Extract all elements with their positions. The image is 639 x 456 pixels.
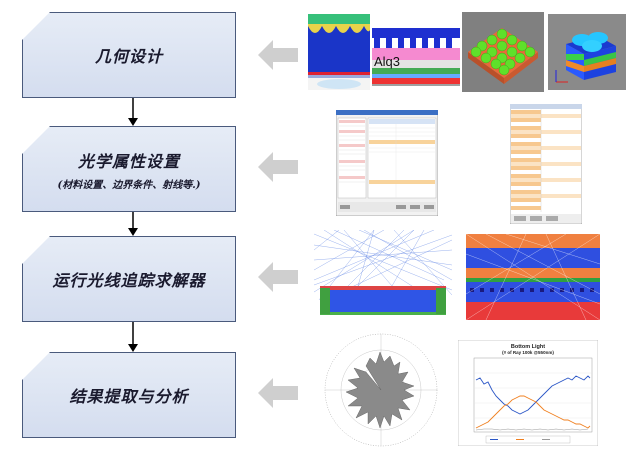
gray-arrow-left-icon [258,152,298,182]
geometry-microlens-array-image [462,12,544,92]
gray-arrow-left-icon [258,40,298,70]
material-settings-dialog-image [336,110,438,216]
gray-arrow-left-icon [258,262,298,292]
ray-trace-view-image [314,230,452,322]
flow-arrow-down [128,98,138,126]
step-title: 结果提取与分析 [69,387,189,406]
step-title: 几何设计 [94,47,163,66]
step-title: 运行光线追踪求解器 [52,271,206,290]
alq3-label: Alq3 [374,54,400,69]
svg-text:·: · [378,329,379,333]
geometry-alq3-layers-image: Alq3 [372,28,460,86]
step-subtitle: (材料设置、边界条件、射线等.) [57,179,201,191]
polar-intensity-plot-image: · [324,329,438,447]
step-optical-properties: 光学属性设置 (材料设置、边界条件、射线等.) [22,126,236,212]
bottom-light-subtitle: (# of Ray 100k @550nm) [502,350,554,355]
step-geometry-design: 几何设计 [22,12,236,98]
step-title: 光学属性设置 [77,151,180,171]
bottom-light-title: Bottom Light [511,344,545,350]
bottom-light-chart-image: Bottom Light (# of Ray 100k @550nm) [458,340,598,446]
step-result-analysis: 结果提取与分析 [22,352,236,438]
flow-arrow-down [128,322,138,352]
geometry-3d-stack-image [548,14,626,90]
geometry-cross-section-image [308,14,370,90]
step-ray-tracing-solver: 运行光线追踪求解器 [22,236,236,322]
gray-arrow-left-icon [258,378,298,408]
property-editor-panel-image [510,104,582,224]
flow-arrow-down [128,212,138,236]
ray-trace-layer-stack-image [466,234,600,320]
